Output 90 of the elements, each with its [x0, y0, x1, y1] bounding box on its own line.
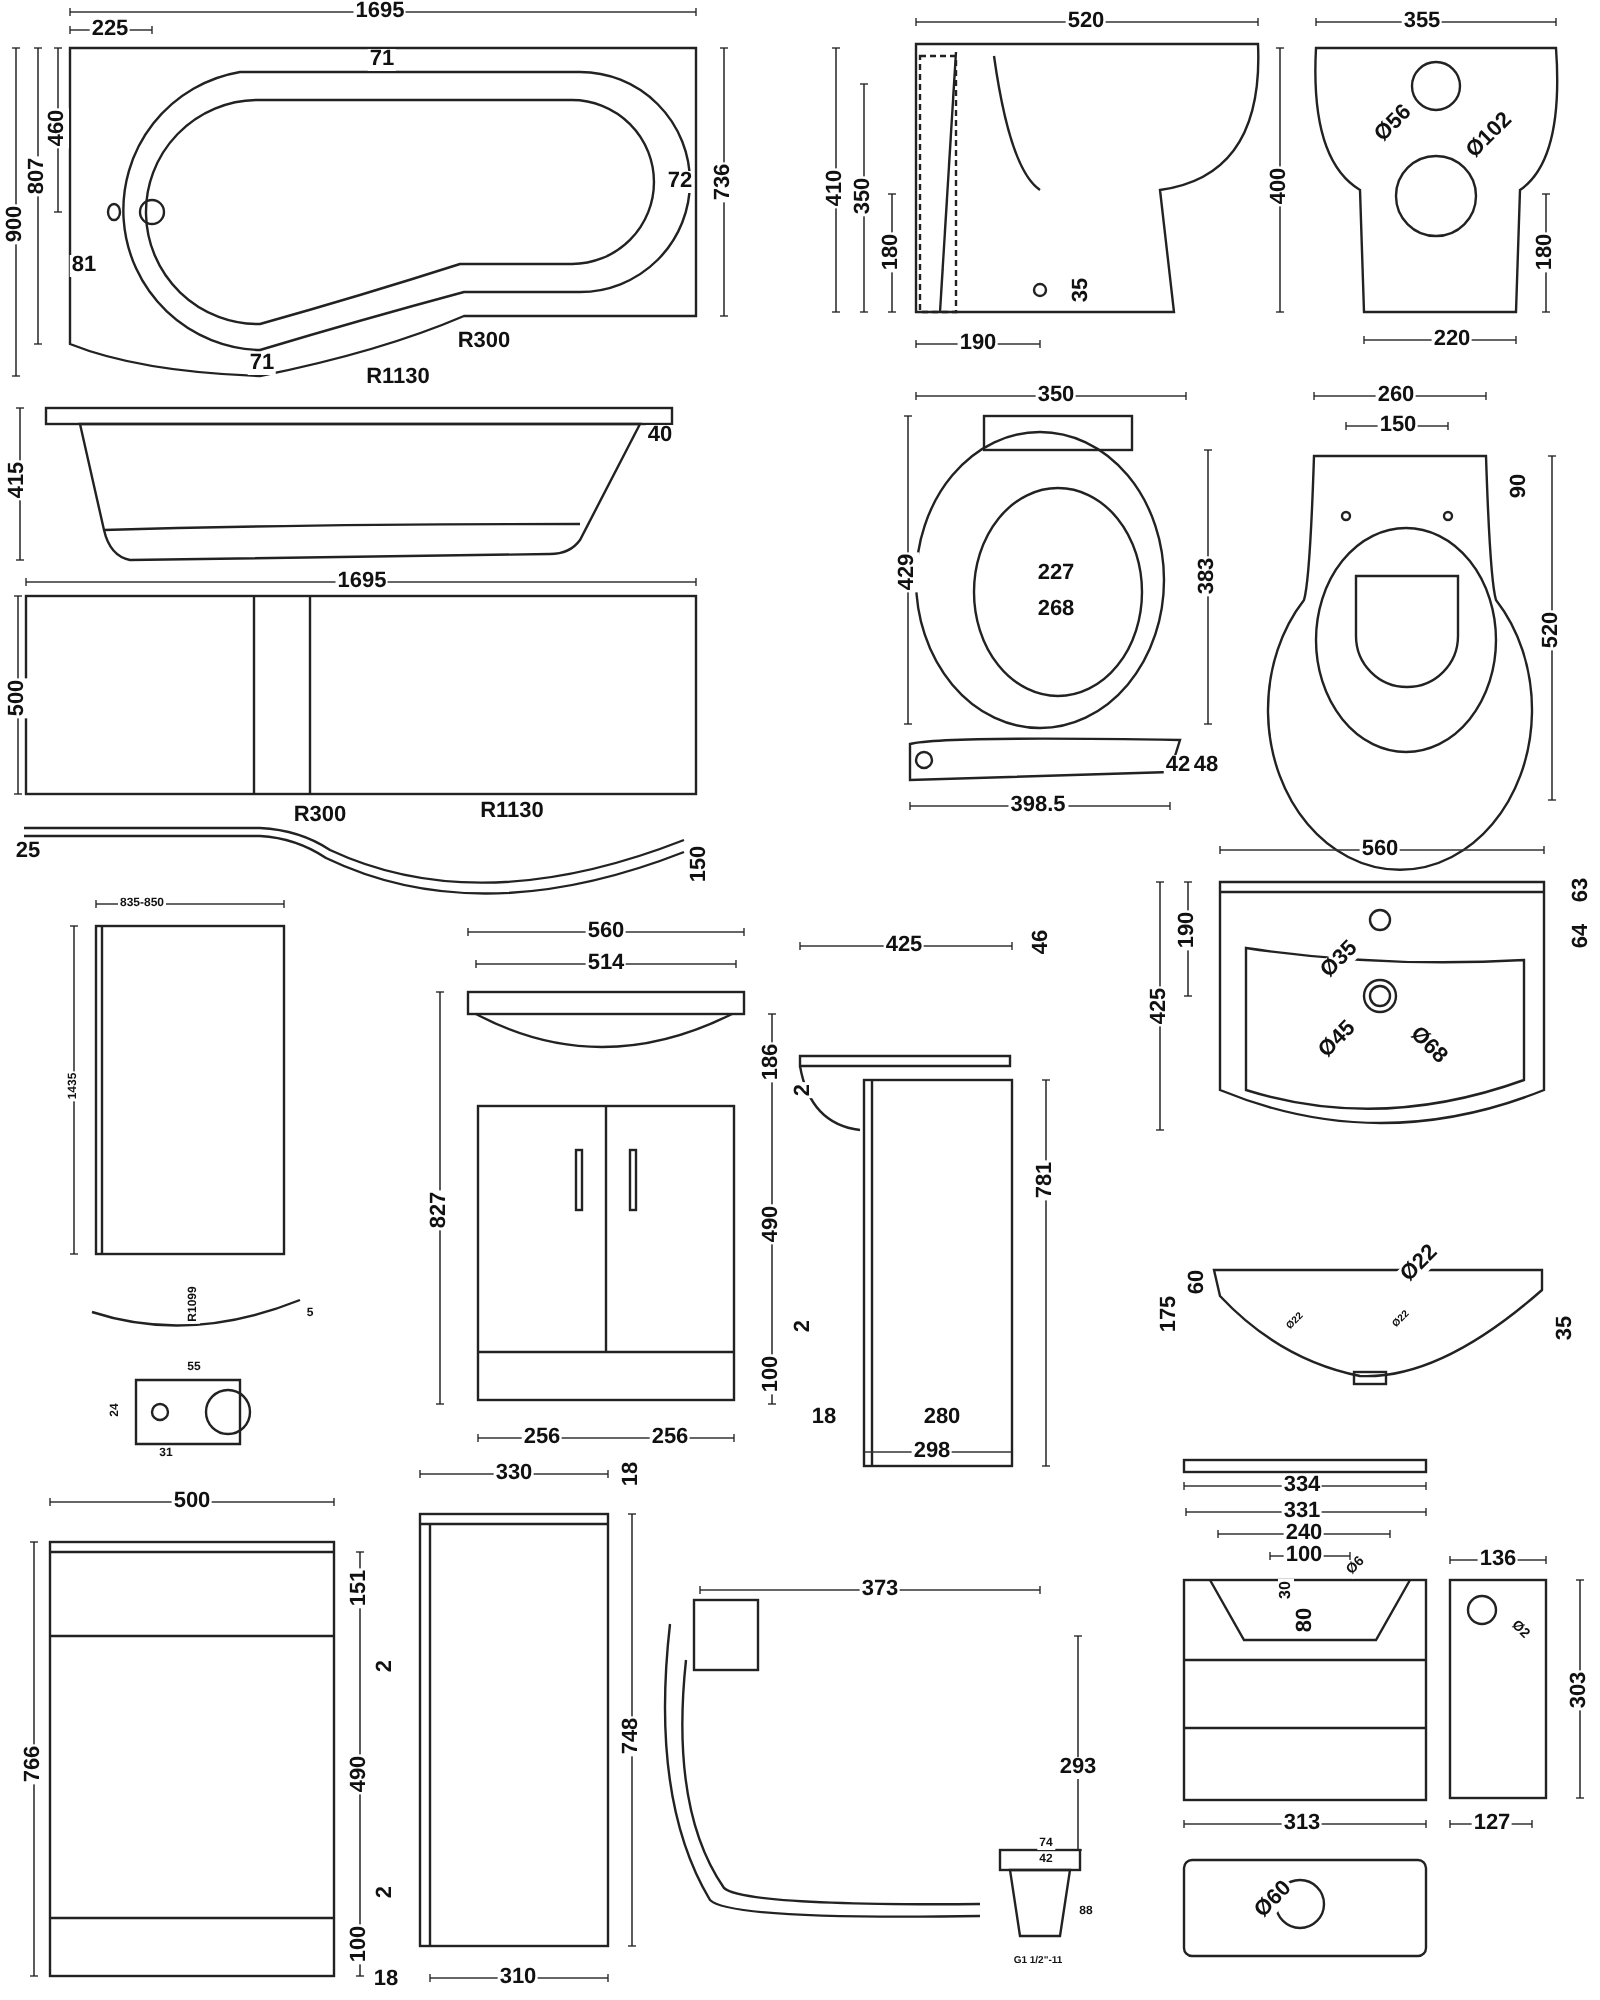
- dimension-label: 293: [1057, 1757, 1099, 1779]
- dimension-label: 373: [859, 1579, 901, 1601]
- dimension-label: 500: [171, 1491, 213, 1513]
- dimension-label: 18: [621, 1459, 643, 1489]
- dimension-label: 256: [649, 1427, 691, 1449]
- dimension-label: 100: [349, 1923, 371, 1965]
- dimension-label: 136: [1477, 1549, 1519, 1571]
- dimension-label: 350: [1035, 385, 1077, 407]
- dimension-label: 240: [1283, 1523, 1325, 1545]
- dimension-label: 560: [585, 921, 627, 943]
- dimension-label: 35: [1071, 275, 1093, 305]
- dimension-label: 186: [761, 1041, 783, 1083]
- dimension-label: 500: [7, 677, 29, 719]
- dimension-label: 227: [1035, 563, 1077, 585]
- dimension-label: 303: [1569, 1669, 1591, 1711]
- dimension-label: 736: [713, 161, 735, 203]
- dimension-label: 2: [793, 1317, 815, 1335]
- dimension-label: 18: [809, 1407, 839, 1429]
- dimension-label: 25: [13, 841, 43, 863]
- dimension-label: 398.5: [1008, 795, 1068, 817]
- dimension-label: 60: [1187, 1267, 1209, 1297]
- dimension-label: 900: [5, 203, 27, 245]
- dimension-label: 180: [881, 231, 903, 273]
- dimension-label: 100: [761, 1353, 783, 1395]
- dimension-label: 410: [825, 167, 847, 209]
- dimension-label: 80: [1295, 1605, 1317, 1635]
- dimension-label: R1130: [364, 367, 432, 389]
- dimension-label: 330: [493, 1463, 535, 1485]
- dimension-label: 190: [957, 333, 999, 355]
- dimension-label: 180: [1535, 231, 1557, 273]
- dimension-label: 748: [621, 1715, 643, 1757]
- dimension-label: 64: [1571, 921, 1593, 951]
- dimension-label: 71: [367, 49, 397, 71]
- dimension-label: 425: [883, 935, 925, 957]
- dimension-label: 1695: [353, 1, 407, 23]
- dimension-label: 40: [645, 425, 675, 447]
- dimension-label: 355: [1401, 11, 1443, 33]
- dimension-label: 310: [497, 1967, 539, 1989]
- dimension-label: 150: [1377, 415, 1419, 437]
- dimension-label: 807: [27, 155, 49, 197]
- dimension-label: 781: [1035, 1159, 1057, 1201]
- dimension-label: 2: [375, 1657, 397, 1675]
- dimension-label: 1695: [335, 571, 389, 593]
- dimension-label: 2: [375, 1883, 397, 1901]
- dimension-label: R300: [455, 331, 513, 353]
- dimension-label: 313: [1281, 1813, 1323, 1835]
- dimension-label: 298: [911, 1441, 953, 1463]
- dimension-label: 225: [89, 19, 131, 41]
- dimension-label: 268: [1035, 599, 1077, 621]
- dimension-label: 514: [585, 953, 627, 975]
- dimension-label: 190: [1177, 909, 1199, 951]
- dimension-label: 2: [793, 1081, 815, 1099]
- dimension-label: 150: [689, 843, 711, 885]
- dimension-label: 127: [1471, 1813, 1513, 1835]
- dimension-label: 220: [1431, 329, 1473, 351]
- dimension-label: 415: [7, 459, 29, 501]
- dimension-label: 331: [1281, 1501, 1323, 1523]
- dimension-label: 383: [1197, 555, 1219, 597]
- dimension-label: 429: [897, 551, 919, 593]
- dimension-label: 100: [1283, 1545, 1325, 1567]
- dimension-label: 72: [665, 171, 695, 193]
- dimension-label: 63: [1571, 875, 1593, 905]
- dimension-label: 350: [853, 175, 875, 217]
- dimension-label: 260: [1375, 385, 1417, 407]
- dimension-label: 490: [761, 1203, 783, 1245]
- dimension-label: 256: [521, 1427, 563, 1449]
- dimension-label: 460: [47, 107, 69, 149]
- dimension-label: 71: [247, 353, 277, 375]
- dimension-label: 827: [429, 1189, 451, 1231]
- dimension-label: 48: [1191, 755, 1221, 777]
- dimension-label: 18: [371, 1969, 401, 1991]
- dimension-label: 151: [349, 1567, 371, 1609]
- dimension-label: 30: [1278, 1579, 1294, 1601]
- dimension-label: 520: [1065, 11, 1107, 33]
- dimension-label: 400: [1269, 165, 1291, 207]
- dimension-label: 81: [69, 255, 99, 277]
- dimension-label: 175: [1159, 1293, 1181, 1335]
- dimension-label: 90: [1509, 471, 1531, 501]
- dimension-label: 425: [1149, 985, 1171, 1027]
- dimension-label: 280: [921, 1407, 963, 1429]
- dimension-label: 560: [1359, 839, 1401, 861]
- dimension-label: R300: [291, 805, 349, 827]
- dimension-label: 46: [1031, 927, 1053, 957]
- dimension-label: 490: [349, 1753, 371, 1795]
- dimension-label: 35: [1555, 1313, 1577, 1343]
- dimension-label: 42: [1163, 755, 1193, 777]
- dimension-label: R1130: [478, 801, 546, 823]
- dimension-label: 766: [23, 1743, 45, 1785]
- dimension-label: 334: [1281, 1475, 1323, 1497]
- dimension-label: 520: [1541, 609, 1563, 651]
